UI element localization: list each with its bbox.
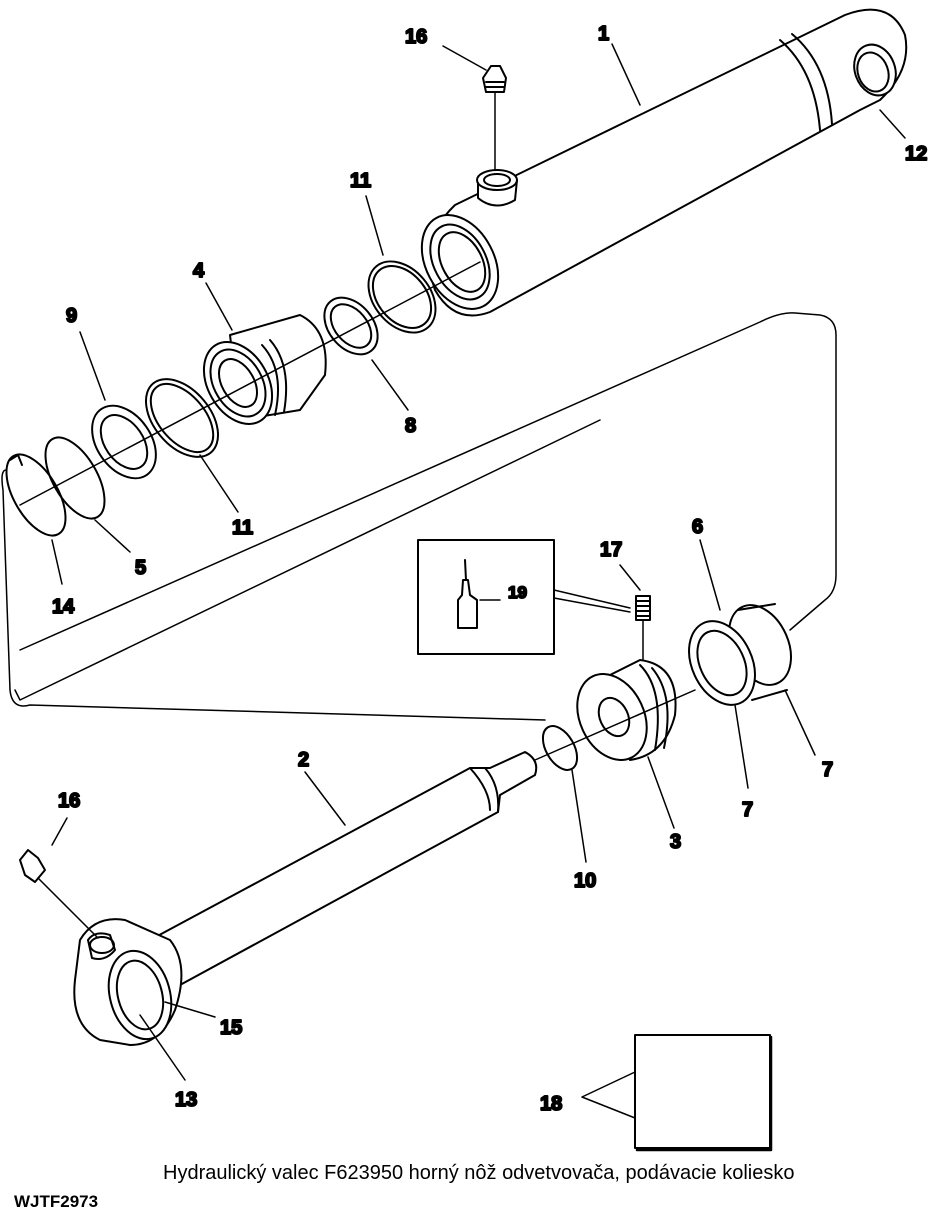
part-16-grease-fitting-top <box>482 65 507 171</box>
callout-13: 13 <box>175 1089 197 1111</box>
figure-code: WJTF2973 <box>14 1192 99 1211</box>
part-2-rod <box>149 751 538 986</box>
part-9-wiper <box>91 404 157 480</box>
part-10-o-ring <box>541 725 579 771</box>
callout-10: 10 <box>574 870 596 892</box>
part-16-grease-fitting-lower <box>19 849 99 939</box>
figure-caption: Hydraulický valec F623950 horný nôž odve… <box>163 1162 795 1184</box>
callout-11-upper: 11 <box>350 170 371 192</box>
part-6-piston-seal <box>688 603 792 706</box>
assembly-loop-line-2 <box>14 419 601 701</box>
part-4-gland <box>202 314 327 425</box>
callout-12: 12 <box>905 143 927 165</box>
leader-lines <box>51 43 906 1081</box>
callout-2: 2 <box>298 749 309 771</box>
callout-1: 1 <box>598 23 609 45</box>
callout-3: 3 <box>670 831 681 853</box>
part-14-snap-ring <box>5 453 67 537</box>
part-13-rod-eye <box>73 918 183 1046</box>
callout-11-lower: 11 <box>232 517 253 539</box>
callout-9: 9 <box>66 305 77 327</box>
callout-8: 8 <box>405 415 416 437</box>
callout-16-top: 16 <box>405 26 427 48</box>
callout-18: 18 <box>540 1093 562 1115</box>
callout-14: 14 <box>52 596 75 618</box>
part-1-barrel <box>420 8 908 317</box>
callout-16-lower: 16 <box>58 790 80 812</box>
callout-7-right: 7 <box>822 759 833 781</box>
callout-6: 6 <box>692 516 703 538</box>
callout-15: 15 <box>220 1017 242 1039</box>
part-11-ring-lower <box>144 378 220 458</box>
axis-line-lower <box>534 689 696 761</box>
callout-4: 4 <box>193 260 205 282</box>
part-3-piston <box>576 659 677 761</box>
part-17-set-screw <box>635 595 651 666</box>
callout-7-center: 7 <box>742 799 753 821</box>
callout-17: 17 <box>600 539 622 561</box>
part-5-ring <box>44 436 106 520</box>
callout-5: 5 <box>135 557 146 579</box>
assembly-loop-line <box>1 312 837 721</box>
part-19-adhesive-box <box>417 539 631 655</box>
part-18-box <box>581 1034 773 1152</box>
axis-line-upper <box>19 261 481 506</box>
callout-19: 19 <box>508 583 527 602</box>
